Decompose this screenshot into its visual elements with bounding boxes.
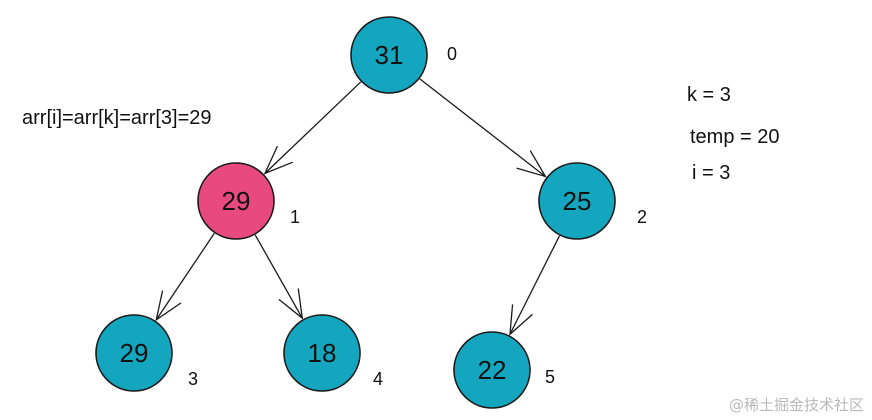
edge-n0-n1 [263,81,362,175]
node-value: 18 [308,338,337,368]
node-circle-highlighted [197,162,275,240]
heap-node: 18 4 [283,314,383,392]
heap-node: 25 2 [538,162,647,240]
node-circle [350,16,428,94]
edge-n2-n5 [509,235,561,336]
variable-temp: temp = 20 [690,126,780,148]
node-value: 31 [375,40,404,70]
edges-layer [155,78,561,336]
variable-k: k = 3 [687,84,731,106]
node-value: 29 [120,338,149,368]
node-index-label: 4 [373,369,383,389]
node-index-label: 1 [290,207,300,227]
heap-node: 31 0 [350,16,457,94]
heap-node: 22 5 [453,331,555,409]
node-circle [283,314,361,392]
node-circle [538,162,616,240]
watermark: @稀土掘金技术社区 [729,396,864,414]
node-circle [95,314,173,392]
edge-n0-n2 [419,78,547,178]
node-index-label: 2 [637,207,647,227]
node-index-label: 3 [188,369,198,389]
node-index-label: 0 [447,44,457,64]
node-circle [453,331,531,409]
node-value: 25 [563,186,592,216]
node-index-label: 5 [545,367,555,387]
annotation-text: arr[i]=arr[k]=arr[3]=29 [22,107,212,129]
node-value: 22 [478,355,507,385]
heap-node: 29 3 [95,314,198,392]
nodes-layer: 31 0 29 1 25 2 29 3 18 4 22 5 [95,16,647,409]
edge-n1-n4 [254,234,304,320]
node-value: 29 [222,186,251,216]
edge-n1-n3 [155,233,215,322]
heap-node: 29 1 [197,162,300,240]
variable-i: i = 3 [692,162,730,184]
